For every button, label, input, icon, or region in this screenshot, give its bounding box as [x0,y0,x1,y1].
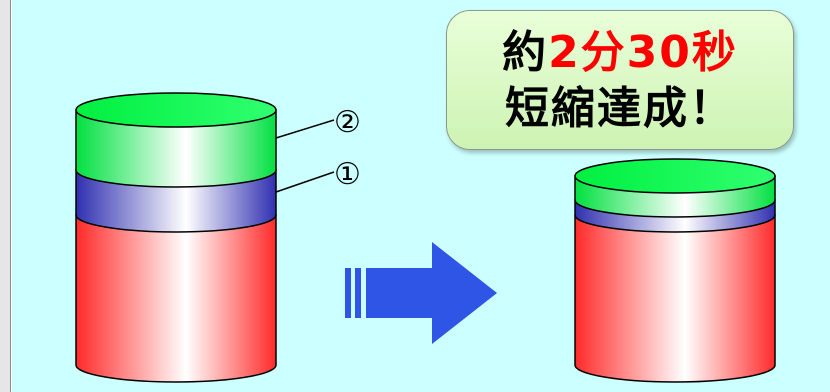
before-green-segment [75,109,277,188]
before-red-segment [75,214,277,383]
before-top-ellipse [75,92,277,128]
leader-line-2 [275,119,335,139]
before-cylinder [75,92,277,383]
marker-top-layer: ② [334,105,361,140]
after-red-segment [574,214,776,383]
page-left-strip [0,0,11,392]
after-top-ellipse [574,158,776,194]
callout-line-2: 短縮達成！ [505,83,735,134]
diagram-canvas: ② ① [75,92,776,383]
slide-canvas: ② ① 約2分30秒 短縮達成！ [12,0,830,392]
callout-line-1: 約2分30秒 [447,25,793,81]
callout-prefix: 約 [502,27,549,78]
right-arrow [345,242,497,344]
callout-time-highlight: 2分30秒 [548,27,738,78]
marker-middle-layer: ① [334,157,361,192]
result-callout: 約2分30秒 短縮達成！ [446,10,794,150]
after-cylinder [574,158,776,383]
leader-line-1 [275,171,335,193]
